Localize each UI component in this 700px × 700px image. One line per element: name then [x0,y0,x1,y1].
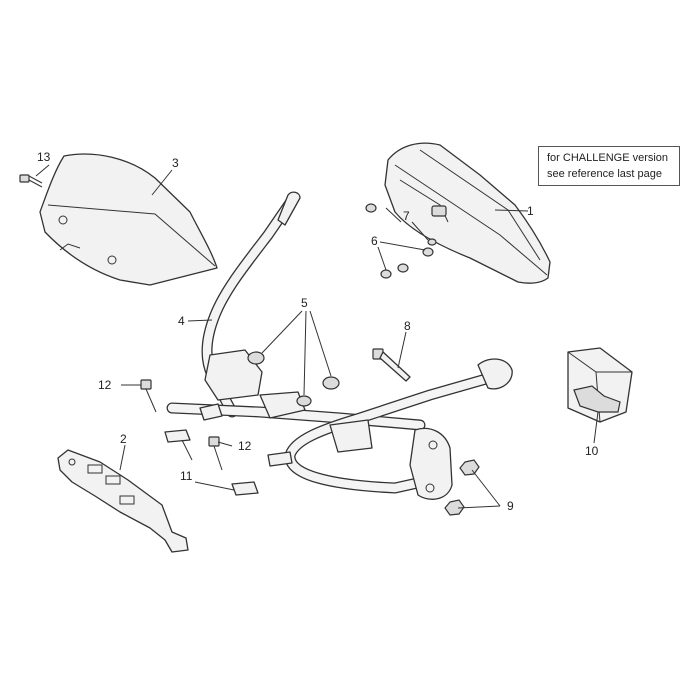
part-11-clips [164,429,259,496]
note-line-2: see reference last page [547,168,662,180]
callout-6: 6 [371,234,378,248]
callout-3: 3 [172,156,179,170]
challenge-version-note: for CHALLENGE version see reference last… [538,146,680,186]
callout-12-lower: 12 [238,439,252,453]
callout-2: 2 [120,432,127,446]
part-4-support-frame [166,191,513,500]
callout-4: 4 [178,314,185,328]
part-8-bolt [372,348,411,382]
part-10-electronic-unit [567,347,633,423]
part-3-windscreen [39,153,218,286]
part-2-bracket-plate [57,449,189,553]
note-line-1: for CHALLENGE version [547,152,669,164]
callout-8: 8 [404,319,411,333]
part-9-nuts [444,459,480,516]
callout-12-upper: 12 [98,378,112,392]
leader-lines [35,164,599,509]
callout-9: 9 [507,499,514,513]
callout-10: 10 [585,444,599,458]
part-12-screws [140,379,223,471]
part-6-7-fasteners [365,203,437,279]
callout-5: 5 [301,296,308,310]
part-13-screw [19,174,43,188]
part-5-grommets [247,351,340,407]
callout-11: 11 [180,469,193,483]
callout-7: 7 [403,209,410,223]
callout-1: 1 [527,204,534,218]
callout-labels: 13 3 1 7 6 4 5 8 12 2 12 10 11 9 [37,150,599,513]
callout-13: 13 [37,150,51,164]
part-1-instrument-panel [384,142,551,284]
